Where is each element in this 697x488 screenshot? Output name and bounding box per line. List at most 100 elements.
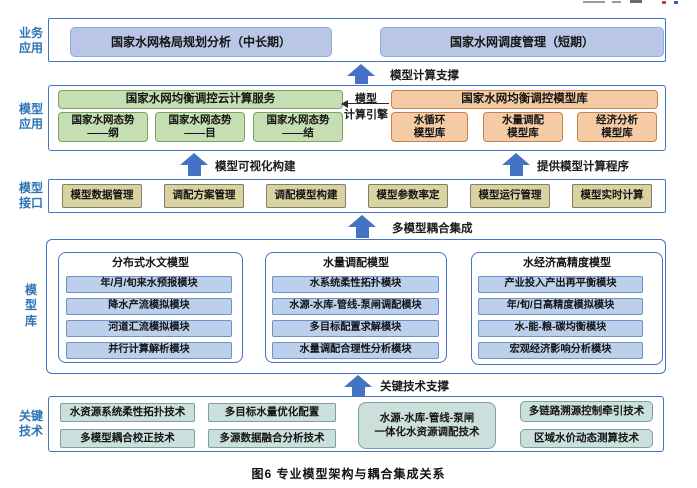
layer-label-line: 接口 bbox=[18, 196, 43, 211]
cropped-header-fragment bbox=[583, 1, 605, 3]
tech-label: 多源数据融合分析技术 bbox=[219, 431, 325, 444]
module-label: 产业投入产出再平衡模块 bbox=[504, 278, 617, 290]
tech-line: 水源-水库-管线-泵闸 bbox=[379, 412, 475, 425]
tech-box-flexible-topology: 水资源系统柔性拓扑技术 bbox=[60, 403, 195, 422]
layer-label-business: 业务 应用 bbox=[13, 26, 49, 57]
lib-line: 模型库 bbox=[601, 127, 633, 139]
model-lib-main-label: 国家水网均衡调控模型库 bbox=[461, 93, 588, 106]
cropped-header-fragment bbox=[612, 1, 621, 3]
lib-line: 水循环 bbox=[413, 113, 446, 126]
tech-box-multilink-traction: 多链路溯源控制牵引技术 bbox=[520, 401, 653, 422]
tech-label: 多模型耦合校正技术 bbox=[80, 431, 175, 444]
lib-line: 经济分析 bbox=[596, 113, 638, 126]
module-box: 产业投入产出再平衡模块 bbox=[478, 276, 643, 293]
module-label: 并行计算解析模块 bbox=[108, 344, 190, 356]
engine-connector-line bbox=[347, 103, 389, 104]
situation-line: ——纲 bbox=[87, 127, 119, 139]
module-label: 年/月/旬来水预报模块 bbox=[100, 278, 198, 290]
module-box: 水量调配合理性分析模块 bbox=[272, 342, 439, 359]
planning-analysis-label: 国家水网格局规划分析（中长期） bbox=[110, 34, 291, 49]
layer-label-model-app: 模型 应用 bbox=[13, 102, 49, 133]
tech-box-dynamic-pricing: 区域水价动态测算技术 bbox=[520, 429, 653, 448]
up-arrow-icon bbox=[344, 375, 372, 387]
cloud-service-label: 国家水网均衡调控云计算服务 bbox=[125, 93, 276, 106]
layer-label-line: 型 bbox=[24, 298, 37, 313]
interface-box-param-calib: 模型参数率定 bbox=[368, 184, 448, 208]
tech-label: 多链路溯源控制牵引技术 bbox=[528, 404, 645, 417]
economic-analysis-lib-box: 经济分析 模型库 bbox=[577, 112, 657, 142]
interface-box-realtime-compute: 模型实时计算 bbox=[572, 184, 652, 208]
interface-label: 模型运行管理 bbox=[478, 189, 542, 202]
up-arrow-icon bbox=[355, 75, 368, 84]
module-box: 多目标配置求解模块 bbox=[272, 320, 439, 337]
layer-label-line: 模型 bbox=[18, 181, 43, 195]
lib-line: 模型库 bbox=[507, 127, 539, 139]
water-allocation-lib-box: 水量调配 模型库 bbox=[483, 112, 563, 142]
interface-label: 调配方案管理 bbox=[172, 189, 236, 202]
interface-label: 模型参数率定 bbox=[376, 189, 440, 202]
situation-line: ——结 bbox=[282, 127, 314, 139]
situation-jie-box: 国家水网态势 ——结 bbox=[253, 112, 343, 142]
cropped-header-fragment bbox=[662, 1, 666, 4]
module-box: 水系统柔性拓扑模块 bbox=[272, 276, 439, 293]
dispatch-management-label: 国家水网调度管理（短期） bbox=[449, 34, 594, 49]
column-title-label: 水量调配模型 bbox=[323, 257, 389, 270]
cropped-header-fragment bbox=[674, 1, 678, 4]
cropped-header-fragment bbox=[630, 0, 642, 3]
module-box: 年/旬/日高精度模拟模块 bbox=[478, 298, 643, 315]
up-arrow-icon bbox=[347, 64, 375, 76]
situation-line: 国家水网态势 bbox=[71, 113, 135, 126]
up-arrow-icon bbox=[502, 153, 530, 165]
module-box: 年/月/旬来水预报模块 bbox=[66, 276, 232, 293]
interface-box-run-mgmt: 模型运行管理 bbox=[470, 184, 550, 208]
situation-line: 国家水网态势 bbox=[266, 113, 330, 126]
up-arrow-icon bbox=[356, 226, 369, 238]
tech-box-coupling-correction: 多模型耦合校正技术 bbox=[60, 429, 195, 448]
module-box: 降水产流模拟模块 bbox=[66, 298, 232, 315]
layer-label-line: 应用 bbox=[18, 41, 43, 56]
interface-box-plan-mgmt: 调配方案管理 bbox=[164, 184, 244, 208]
interface-label: 调配模型构建 bbox=[274, 189, 338, 202]
interface-box-model-build: 调配模型构建 bbox=[266, 184, 346, 208]
situation-gang-box: 国家水网态势 ——纲 bbox=[58, 112, 148, 142]
up-arrow-icon bbox=[180, 153, 208, 165]
engine-label-bottom: 计算引擎 bbox=[344, 109, 388, 121]
economy-column-title: 水经济高精度模型 bbox=[471, 257, 663, 271]
dispatch-management-box: 国家水网调度管理（短期） bbox=[380, 27, 664, 57]
layer-label-line: 库 bbox=[24, 313, 37, 328]
tech-box-data-fusion: 多源数据融合分析技术 bbox=[208, 429, 336, 448]
column-title-label: 水经济高精度模型 bbox=[523, 257, 611, 270]
tech-line: 一体化水资源调配技术 bbox=[374, 425, 480, 438]
module-label: 水-能-粮-碳均衡模块 bbox=[514, 322, 607, 334]
up-arrow-icon bbox=[510, 164, 523, 176]
module-label: 年/旬/日高精度模拟模块 bbox=[506, 300, 615, 312]
up-arrow-icon bbox=[352, 386, 365, 397]
model-lib-main-box: 国家水网均衡调控模型库 bbox=[391, 90, 658, 109]
layer-label-model-library: 模 型 库 bbox=[13, 283, 49, 329]
cloud-service-box: 国家水网均衡调控云计算服务 bbox=[58, 90, 343, 109]
layer-label-line: 模 bbox=[24, 283, 37, 297]
layer-label-key-tech: 关键 技术 bbox=[13, 409, 49, 440]
layer-label-line: 关键 bbox=[18, 409, 43, 423]
up-arrow-icon bbox=[348, 215, 376, 227]
provide-compute-program-label: 提供模型计算程序 bbox=[537, 161, 629, 173]
module-label: 河道汇流模拟模块 bbox=[108, 322, 190, 334]
hydrology-column-title: 分布式水文模型 bbox=[58, 257, 243, 271]
module-label: 多目标配置求解模块 bbox=[309, 322, 402, 334]
module-label: 水量调配合理性分析模块 bbox=[299, 344, 412, 356]
tech-box-integrated-allocation: 水源-水库-管线-泵闸 一体化水资源调配技术 bbox=[358, 402, 496, 449]
module-label: 降水产流模拟模块 bbox=[108, 300, 190, 312]
situation-mu-box: 国家水网态势 ——目 bbox=[155, 112, 245, 142]
layer-label-line: 模型 bbox=[18, 102, 43, 116]
water-cycle-lib-box: 水循环 模型库 bbox=[391, 112, 468, 142]
model-interface-frame bbox=[48, 179, 666, 213]
module-box: 并行计算解析模块 bbox=[66, 342, 232, 359]
module-label: 水源-水库-管线-泵闸调配模块 bbox=[289, 300, 422, 312]
interface-label: 模型数据管理 bbox=[70, 189, 134, 202]
lib-line: 水量调配 bbox=[502, 113, 544, 126]
up-arrow-icon bbox=[188, 164, 201, 176]
module-label: 宏观经济影响分析模块 bbox=[509, 344, 612, 356]
left-arrow-icon bbox=[341, 100, 348, 108]
tech-label: 区域水价动态测算技术 bbox=[534, 431, 639, 444]
